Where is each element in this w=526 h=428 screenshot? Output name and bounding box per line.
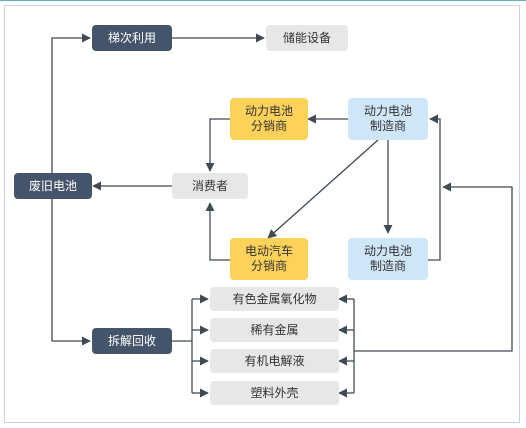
node-rare-metals: 稀有金属 <box>210 318 339 342</box>
edge-materials-to-makers <box>354 182 513 352</box>
node-dismantle-recycle: 拆解回收 <box>92 328 172 354</box>
edge-maker-to-ev-distributor <box>267 139 379 239</box>
node-ev-distributor: 电动汽车 分销商 <box>230 238 308 280</box>
node-cascade-use: 梯次利用 <box>92 25 172 51</box>
node-waste-battery: 废旧电池 <box>14 173 92 199</box>
edge-waste-to-dismantle <box>51 199 91 346</box>
edge-waste-to-cascade <box>51 33 91 173</box>
edge-maker-bottom-to-top <box>428 114 441 261</box>
node-battery-maker-top: 动力电池 制造商 <box>348 98 428 140</box>
node-consumer: 消费者 <box>172 173 248 199</box>
node-electrolyte: 有机电解液 <box>210 349 339 373</box>
node-plastic-shell: 塑料外壳 <box>210 381 339 405</box>
node-energy-storage: 储能设备 <box>266 25 348 51</box>
node-battery-distributor: 动力电池 分销商 <box>230 98 308 140</box>
node-metal-oxides: 有色金属氧化物 <box>210 287 339 311</box>
edge-battery-distributor-to-consumer <box>205 118 230 172</box>
node-battery-maker-bottom: 动力电池 制造商 <box>348 238 428 280</box>
edge-ev-distributor-to-consumer <box>205 202 230 261</box>
